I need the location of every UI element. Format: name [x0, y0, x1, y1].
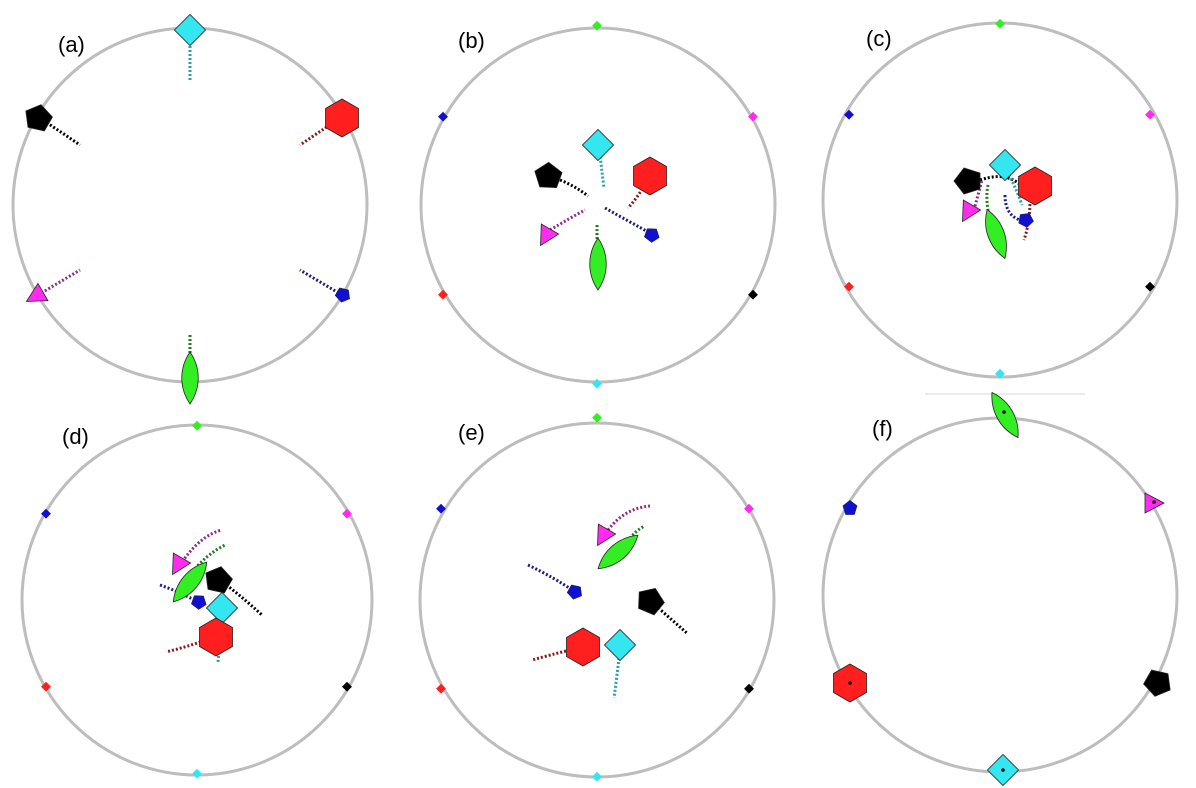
panel-label-b: (b) — [458, 28, 485, 53]
pentagon-icon — [953, 167, 981, 195]
pentagon-icon — [190, 592, 209, 612]
leaf-icon — [589, 237, 607, 291]
pentagon-icon — [18, 99, 56, 136]
triangle-icon — [953, 199, 982, 227]
diamond-icon — [989, 149, 1021, 181]
pentagon-icon — [643, 225, 662, 245]
panel-f: (f) — [821, 387, 1179, 786]
trail-blue — [604, 206, 651, 235]
panel-label-f: (f) — [872, 416, 893, 441]
panel-b: (b) — [419, 20, 777, 389]
panel-e: (e) — [418, 412, 776, 782]
diamond-icon — [174, 14, 206, 46]
leaf-icon — [181, 351, 199, 405]
pentagon-icon — [1018, 211, 1036, 229]
pentagon-icon — [842, 500, 858, 515]
hexagon-icon — [325, 98, 359, 138]
pentagon-icon — [565, 582, 586, 603]
panel-label-c: (c) — [866, 26, 892, 51]
hexagon-icon — [199, 617, 233, 657]
trail-red — [626, 177, 650, 210]
diamond-icon — [604, 629, 636, 661]
trail-cyan — [597, 144, 606, 189]
panel-label-d: (d) — [62, 424, 89, 449]
trail-magenta — [37, 268, 81, 297]
panel-a: (a) — [11, 14, 369, 405]
trail-blue — [299, 268, 343, 297]
trail-magenta — [549, 208, 586, 232]
pentagon-icon — [630, 581, 668, 620]
panel-d: (d) — [20, 420, 374, 779]
leaf-icon — [978, 206, 1014, 262]
panel-label-e: (e) — [458, 420, 485, 445]
diamond-icon — [582, 129, 614, 161]
diamond-icon — [206, 592, 238, 624]
hexagon-icon — [566, 627, 600, 667]
panel-label-a: (a) — [58, 32, 85, 57]
hexagon-icon — [1018, 166, 1052, 206]
leaf-icon — [984, 387, 1026, 443]
pentagon-icon — [529, 158, 565, 193]
panel-c: (c) — [821, 18, 1179, 379]
hexagon-icon — [633, 156, 667, 196]
trail-black — [559, 178, 589, 198]
